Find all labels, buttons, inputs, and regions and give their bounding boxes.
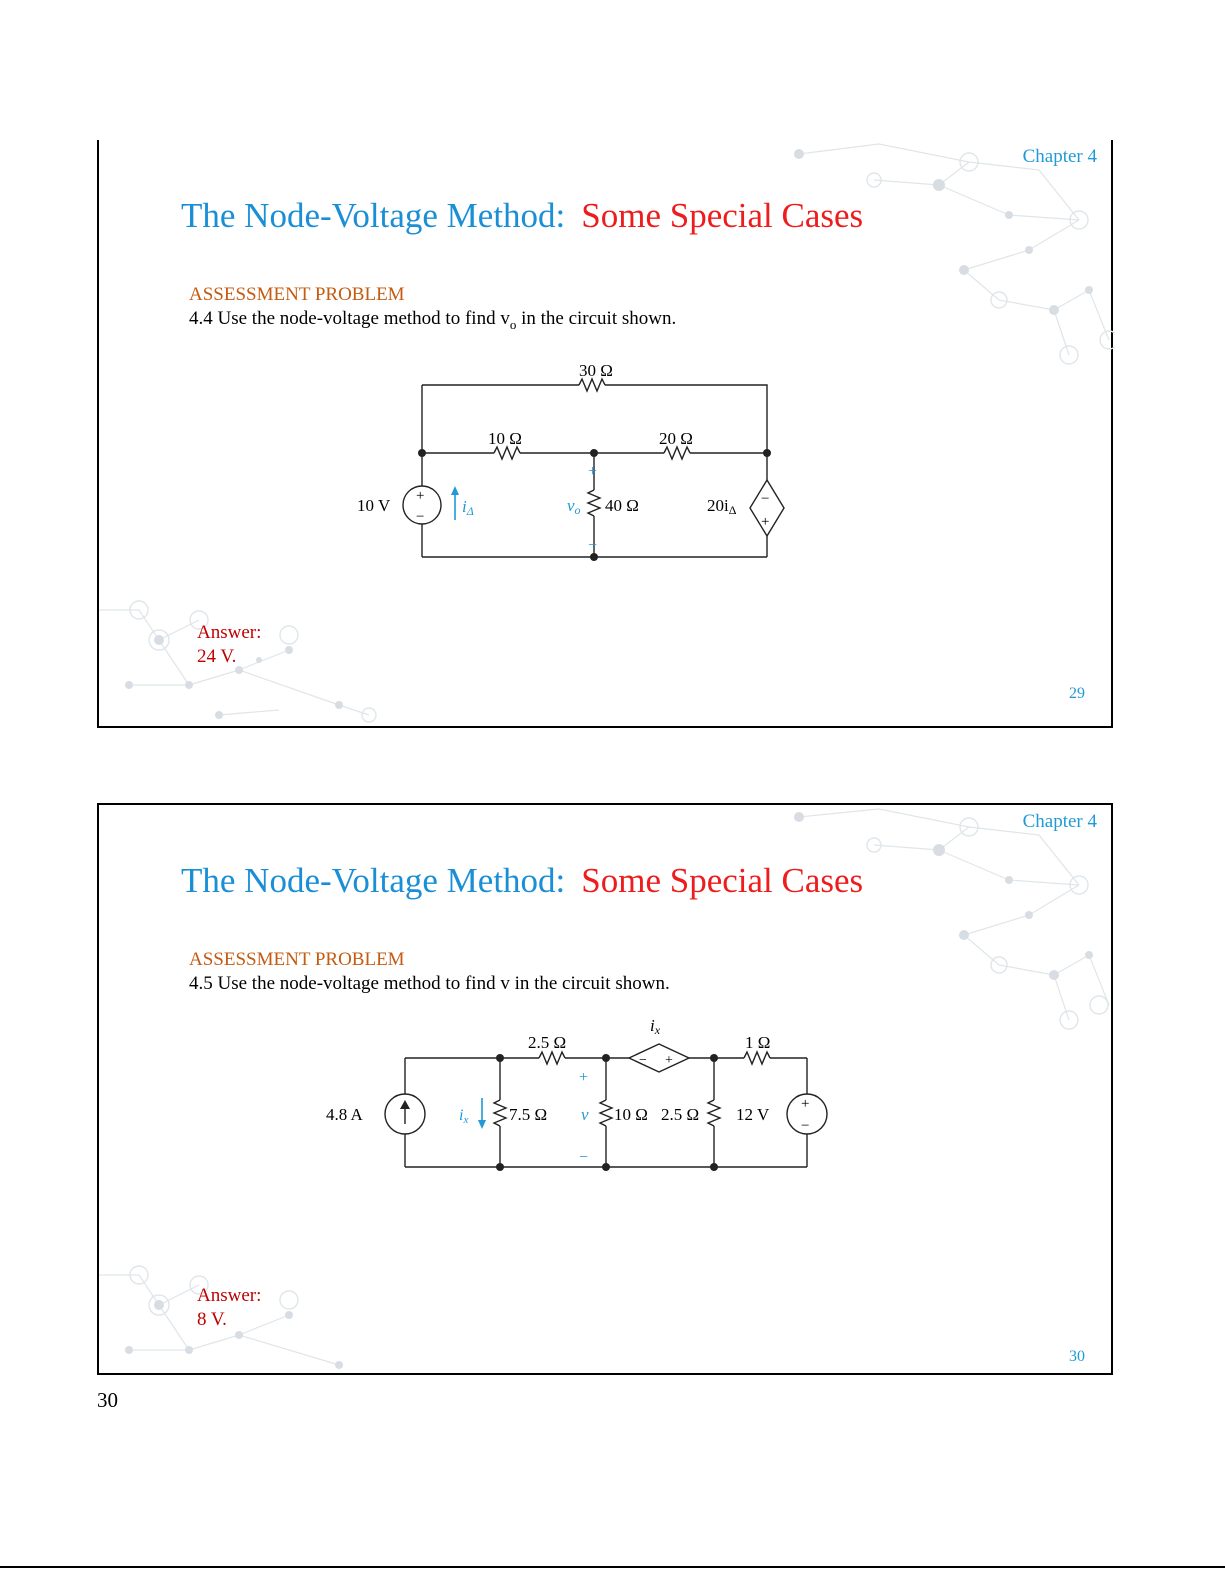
slide-number: 29 xyxy=(1069,685,1085,702)
network-decoration xyxy=(99,143,1115,723)
source-minus: − xyxy=(416,509,424,525)
circuit-diagram-4-5: 2.5 Ω 1 Ω ix − + 4.8 A ix 7.5 Ω v + − 10… xyxy=(326,1016,828,1171)
slide-30: Chapter 4 The Node-Voltage Method: Some S… xyxy=(97,803,1113,1375)
section-label: ASSESSMENT PROBLEM xyxy=(189,949,405,970)
r-mid-label: 40 Ω xyxy=(605,496,639,515)
r-right-label: 20 Ω xyxy=(659,429,693,448)
current-source-label: 4.8 A xyxy=(326,1105,364,1124)
current-label: iΔ xyxy=(462,497,474,518)
vs-plus: + xyxy=(801,1096,809,1112)
slide-title: The Node-Voltage Method: Some Special Cas… xyxy=(181,196,863,236)
ix-arrow-head xyxy=(478,1120,486,1129)
slide-title: The Node-Voltage Method: Some Special Cas… xyxy=(181,861,863,901)
dep-plus: + xyxy=(665,1053,673,1068)
problem-sub: o xyxy=(509,316,517,332)
current-source-arrow-head xyxy=(400,1100,410,1109)
r-a-label: 2.5 Ω xyxy=(528,1033,566,1052)
answer-value: 8 V. xyxy=(197,1309,227,1330)
title-highlight: Some Special Cases xyxy=(581,861,864,900)
dep-source-label: 20iΔ xyxy=(707,496,737,517)
r-e-label: 2.5 Ω xyxy=(661,1105,699,1124)
v-plus: + xyxy=(579,1069,588,1086)
r-left-label: 10 Ω xyxy=(488,429,522,448)
slide-number: 30 xyxy=(1069,1348,1085,1365)
circuit-diagram-4-4: 30 Ω 10 Ω 20 Ω 40 Ω 10 V + − iΔ vo + − 2… xyxy=(357,361,785,561)
answer-label: Answer: xyxy=(197,622,262,643)
vs-minus: − xyxy=(801,1118,809,1134)
r-c-label: 7.5 Ω xyxy=(509,1105,547,1124)
current-arrow-head xyxy=(451,486,459,495)
section-label: ASSESSMENT PROBLEM xyxy=(189,284,405,305)
r-b-label: 1 Ω xyxy=(745,1033,770,1052)
problem-statement: 4.5 Use the node-voltage method to find … xyxy=(189,973,670,994)
network-decoration xyxy=(99,808,1110,1369)
chapter-label: Chapter 4 xyxy=(1022,811,1097,832)
page-number: 30 xyxy=(97,1388,118,1412)
v-label: v xyxy=(581,1105,589,1124)
dep-plus: + xyxy=(761,514,769,530)
v-minus: − xyxy=(579,1149,588,1166)
answer-label: Answer: xyxy=(197,1285,262,1306)
problem-suffix: in the circuit shown. xyxy=(516,308,677,329)
dep-ix-label: ix xyxy=(650,1016,661,1037)
vo-label: vo xyxy=(567,496,581,517)
source-label: 10 V xyxy=(357,496,391,515)
title-main: The Node-Voltage Method: xyxy=(181,196,566,235)
answer-value: 24 V. xyxy=(197,646,237,667)
title-main: The Node-Voltage Method: xyxy=(181,861,566,900)
problem-statement: 4.4 Use the node-voltage method to find … xyxy=(189,308,676,333)
ix-label: ix xyxy=(459,1107,468,1126)
slide-29: Chapter 4 The Node-Voltage Method: Some S… xyxy=(97,140,1115,728)
r-d-label: 10 Ω xyxy=(614,1105,648,1124)
chapter-label: Chapter 4 xyxy=(1022,146,1097,167)
r-top-label: 30 Ω xyxy=(579,361,613,380)
dep-minus: − xyxy=(761,491,769,507)
voltage-source-label: 12 V xyxy=(736,1105,770,1124)
problem-prefix: 4.4 Use the node-voltage method to find … xyxy=(189,308,510,329)
vo-plus: + xyxy=(588,463,597,480)
bottom-rule xyxy=(0,1566,1225,1568)
title-highlight: Some Special Cases xyxy=(581,196,864,235)
source-plus: + xyxy=(416,488,424,504)
dep-minus: − xyxy=(639,1053,647,1068)
vo-minus: − xyxy=(588,537,597,554)
